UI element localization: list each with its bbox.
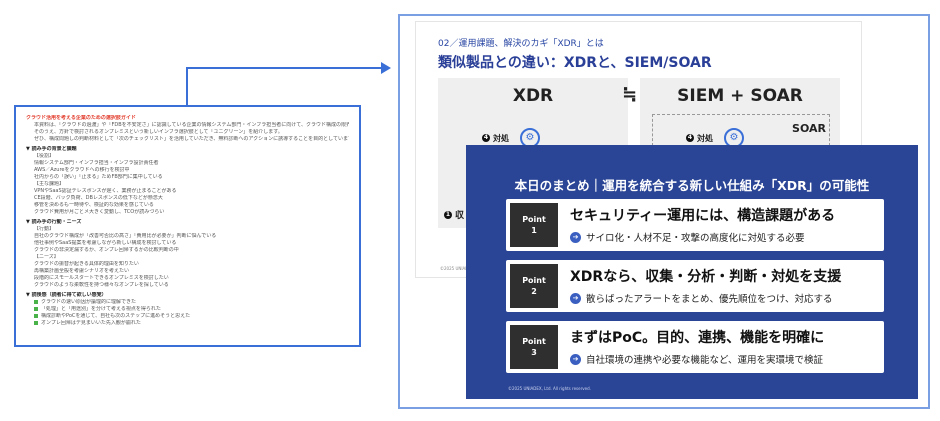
- slide-title: 類似製品との違い：XDRと、SIEM/SOAR: [438, 55, 712, 71]
- point-sub-text: ➔ サイロ化・人材不足・攻撃の高度化に対処する必要: [570, 230, 805, 244]
- doc-line: クラウドの振替が起きる具体的理由を知りたい: [34, 261, 139, 267]
- doc-line: 【役割】: [34, 153, 55, 159]
- doc-section-title: ▼ 読み手の背景と課題: [26, 146, 77, 152]
- point-main-text: XDRなら、収集・分析・判断・対処を支援: [570, 269, 842, 285]
- doc-section-title: ▼ 読後感（読者に得て欲しい感覚）: [26, 292, 107, 298]
- point-card: Point 2 XDRなら、収集・分析・判断・対処を支援 ➔ 散らばったアラート…: [506, 260, 884, 312]
- point-label: Point 2: [510, 264, 558, 308]
- doc-check-line: クラウドの速い原因が論理的に理解できた: [34, 299, 349, 306]
- document-thumbnail[interactable]: クラウド活用を考える企業のための選択肢ガイド 本資料は、「クラウドの過渡」や「F…: [14, 105, 361, 347]
- doc-intro-line: そのうえ、方針で検討されるオンプレミスという新しいインフラ選択肢として「ユニグリ…: [34, 129, 283, 135]
- step-number: 1: [444, 210, 452, 219]
- connector-line-vertical: [186, 67, 188, 105]
- arrow-circle-icon: ➔: [570, 231, 581, 243]
- collect-row: 1 収: [444, 208, 464, 221]
- doc-line: 段階的にスモールスタートできるオンプレミスを検討したい: [34, 275, 169, 281]
- arrow-circle-icon: ➔: [570, 353, 581, 365]
- doc-line: 【行動】: [34, 226, 55, 232]
- doc-intro-line: 本資料は、「クラウドの過渡」や「FDBを不安定さ」に認識している企業の情報システ…: [34, 122, 349, 128]
- doc-heading: クラウド活用を考える企業のための選択肢ガイド: [26, 115, 136, 121]
- doc-line: 他社事例やSaaS提案を考慮しながら新しい構成を検討している: [34, 240, 177, 246]
- respond-label: 対処: [697, 133, 713, 143]
- doc-line: 社内からの「誤い」「止まる」ためFB部門に集中している: [34, 174, 163, 180]
- point-card: Point 3 まずはPoC。目的、連携、機能を明確に ➔ 自社環境の連携や必要…: [506, 321, 884, 373]
- soar-label: SOAR: [792, 122, 826, 135]
- slide-copyright: ©2025 UNIADEX: [440, 266, 474, 271]
- approx-equal-symbol: ≒: [622, 84, 638, 105]
- point-sub-text: ➔ 散らばったアラートをまとめ、優先順位をつけ、対応する: [570, 291, 833, 305]
- step-number: 4: [482, 134, 490, 142]
- doc-line: VPNやSaaS認証テレスポンスが遅く、業務が止まることがある: [34, 188, 177, 194]
- summary-title: 本日のまとめ｜運用を統合する新しい仕組み「XDR」の可能性: [514, 178, 870, 193]
- point-label: Point 3: [510, 325, 558, 369]
- point-card: Point 1 セキュリティー運用には、構造課題がある ➔ サイロ化・人材不足・…: [506, 199, 884, 251]
- point-sub-text: ➔ 自社環境の連携や必要な機能など、運用を実環境で検証: [570, 352, 823, 366]
- doc-check-line: 構成診断やPoCを通じて、自社も次のステップに進めそうと思えた: [34, 313, 349, 320]
- siem-soar-heading: SIEM + SOAR: [677, 86, 803, 106]
- check-icon: [34, 320, 38, 325]
- arrow-right-icon: [381, 62, 391, 74]
- connector-line-horizontal: [186, 67, 382, 69]
- doc-line: 移管を決めるも一時待や、検証的な効果を感じている: [34, 202, 154, 208]
- doc-section-title: ▼ 読み手の行動・ニーズ: [26, 219, 82, 225]
- doc-check-line: 「処理」と「用途別」を分けて考える視点を得られた: [34, 306, 349, 313]
- doc-line: クラウドの非決定漏するか、オンプレ回帰するかの比較判断の中: [34, 247, 179, 253]
- doc-line: クラウドのような柔軟性を持つ様々なオンプレを探している: [34, 282, 169, 288]
- check-icon: [34, 306, 38, 311]
- doc-line: 再構築計画全般を考慮シナリオを考えたい: [34, 268, 130, 274]
- doc-line: AWS／Azureをクラウドへの移行を検討中: [34, 167, 130, 173]
- doc-line: 【主な課題】: [34, 181, 65, 187]
- point-main-text: セキュリティー運用には、構造課題がある: [570, 208, 836, 224]
- doc-line: 【ニーズ】: [34, 254, 59, 260]
- slide-summary[interactable]: 本日のまとめ｜運用を統合する新しい仕組み「XDR」の可能性 Point 1 セキ…: [466, 145, 918, 399]
- check-icon: [34, 313, 38, 318]
- check-icon: [34, 299, 38, 304]
- doc-line: クラウド費用が月ごとメ大きく変動し、TCOが読みづらい: [34, 209, 165, 215]
- doc-line: 自社のクラウド構成が「改善可否比の高さ」「費用比が必要か」判断に悩んでいる: [34, 233, 217, 239]
- point-label: Point 1: [510, 203, 558, 247]
- doc-check-line: オンプレ回帰はデ見まいいた先入観が崩れた: [34, 320, 349, 327]
- doc-line: CE段階、バック負荷、DBレスポンスの低下などが懸念大: [34, 195, 163, 201]
- doc-line: 情報システム部門・インフラ担当・インフラ設計責任者: [34, 160, 159, 166]
- summary-copyright: ©2025 UNIADEX, Ltd. All rights reserved.: [508, 386, 591, 391]
- arrow-circle-icon: ➔: [570, 292, 581, 304]
- step-number: 4: [686, 134, 694, 142]
- xdr-heading: XDR: [512, 86, 554, 106]
- point-main-text: まずはPoC。目的、連携、機能を明確に: [570, 330, 825, 346]
- doc-intro-line: ぜひ、構成問題しの判断材料として「次のチェックリスト」を活用していただき、無料診…: [34, 136, 349, 142]
- respond-label: 対処: [493, 133, 509, 143]
- slide-kicker: 02／運用課題、解決のカギ「XDR」とは: [438, 39, 604, 49]
- collect-label: 収: [455, 211, 465, 221]
